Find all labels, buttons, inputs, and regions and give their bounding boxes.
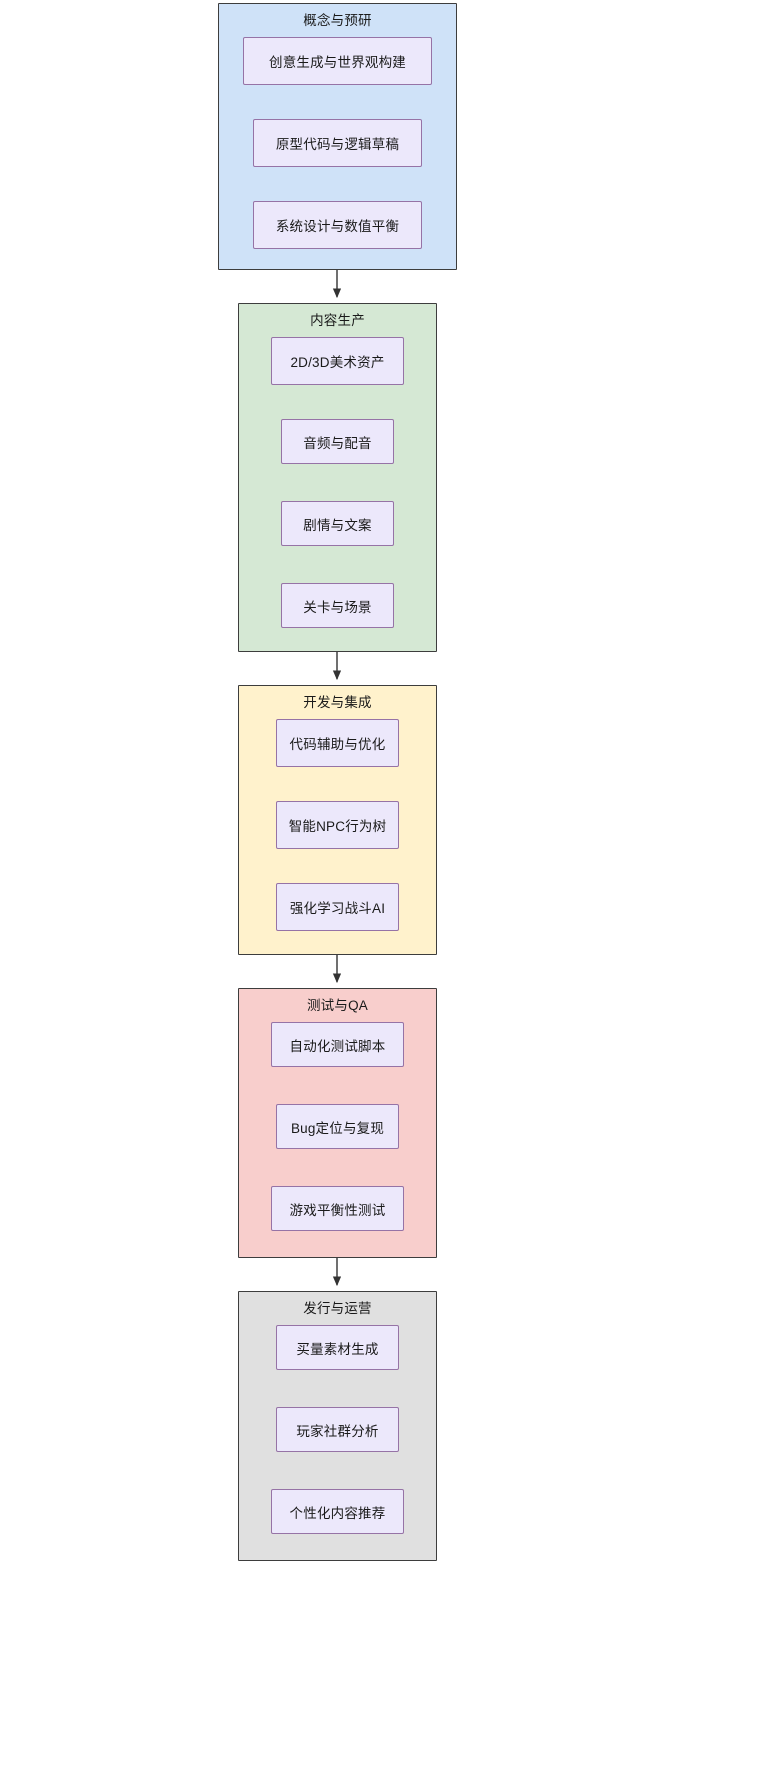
node-s5n2-label: 玩家社群分析	[296, 1423, 379, 1439]
node-s2n2[interactable]: 音频与配音	[281, 419, 394, 464]
node-s2n4-label: 关卡与场景	[303, 599, 372, 615]
node-s1n1-label: 创意生成与世界观构建	[269, 55, 406, 70]
node-s2n3-label: 剧情与文案	[303, 517, 372, 533]
node-s2n1-label: 2D/3D美术资产	[290, 355, 385, 370]
node-s4n1[interactable]: 自动化测试脚本	[271, 1022, 404, 1067]
cluster-stage1-title: 概念与预研	[303, 13, 372, 28]
node-s2n4[interactable]: 关卡与场景	[281, 583, 394, 628]
node-s2n3[interactable]: 剧情与文案	[281, 501, 394, 546]
node-s5n2[interactable]: 玩家社群分析	[276, 1407, 399, 1452]
cluster-stage5-title: 发行与运营	[303, 1301, 372, 1316]
node-s3n2[interactable]: 智能NPC行为树	[276, 801, 399, 849]
node-s3n3[interactable]: 强化学习战斗AI	[276, 883, 399, 931]
node-s5n3-label: 个性化内容推荐	[289, 1505, 386, 1521]
node-s3n1-label: 代码辅助与优化	[289, 737, 386, 752]
node-s2n2-label: 音频与配音	[303, 435, 372, 451]
node-s3n1[interactable]: 代码辅助与优化	[276, 719, 399, 767]
node-s5n1-label: 买量素材生成	[296, 1341, 379, 1357]
cluster-stage3-title: 开发与集成	[303, 695, 372, 710]
node-s3n3-label: 强化学习战斗AI	[289, 901, 386, 916]
cluster-stage4-title: 测试与QA	[306, 998, 368, 1013]
node-s1n1[interactable]: 创意生成与世界观构建	[243, 37, 432, 85]
node-s5n3[interactable]: 个性化内容推荐	[271, 1489, 404, 1534]
cluster-stage2-title: 内容生产	[310, 313, 365, 328]
node-s4n2-label: Bug定位与复现	[290, 1120, 385, 1136]
node-s1n3-label: 系统设计与数值平衡	[275, 219, 400, 234]
node-s1n2[interactable]: 原型代码与逻辑草稿	[253, 119, 422, 167]
node-s1n3[interactable]: 系统设计与数值平衡	[253, 201, 422, 249]
node-s4n3[interactable]: 游戏平衡性测试	[271, 1186, 404, 1231]
node-s2n1[interactable]: 2D/3D美术资产	[271, 337, 404, 385]
node-s5n1[interactable]: 买量素材生成	[276, 1325, 399, 1370]
node-s1n2-label: 原型代码与逻辑草稿	[275, 137, 400, 152]
node-s4n2[interactable]: Bug定位与复现	[276, 1104, 399, 1149]
node-s4n1-label: 自动化测试脚本	[289, 1038, 386, 1054]
node-s3n2-label: 智能NPC行为树	[288, 819, 387, 834]
node-s4n3-label: 游戏平衡性测试	[289, 1202, 386, 1218]
